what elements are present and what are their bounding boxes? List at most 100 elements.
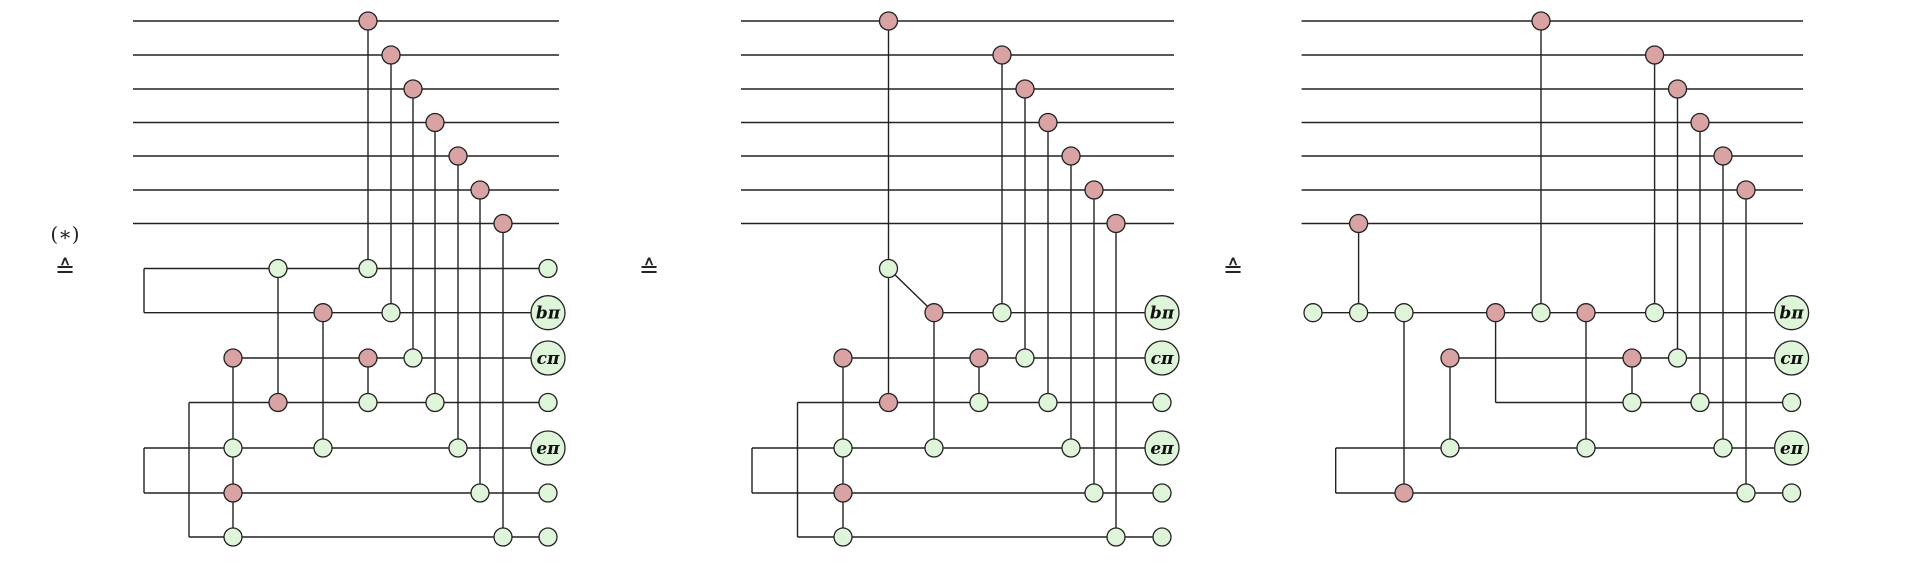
x-spider bbox=[1038, 112, 1058, 133]
x-spider bbox=[1348, 213, 1369, 234]
diagram-2: bπ cπ eπ bbox=[741, 11, 1180, 547]
x-spider bbox=[470, 180, 490, 200]
z-spider bbox=[1531, 303, 1551, 323]
x-spider bbox=[1713, 146, 1733, 166]
x-spider bbox=[1061, 146, 1081, 166]
x-spider bbox=[1736, 180, 1756, 200]
phase-label: bπ bbox=[1779, 304, 1804, 324]
z-spider bbox=[448, 438, 468, 458]
phase-label: cπ bbox=[1780, 349, 1803, 369]
phase-spider-e: eπ bbox=[1144, 430, 1180, 466]
x-spider bbox=[992, 45, 1012, 65]
z-spider bbox=[1440, 438, 1460, 458]
x-spider bbox=[1440, 348, 1460, 368]
x-spider bbox=[1667, 79, 1688, 99]
star-annotation: (∗) bbox=[50, 222, 79, 246]
z-spider bbox=[381, 303, 401, 323]
z-spider bbox=[1144, 295, 1180, 331]
z-spider bbox=[1773, 340, 1810, 376]
z-spider bbox=[1667, 348, 1688, 368]
x-spider bbox=[313, 303, 333, 323]
phase-label: eπ bbox=[1780, 439, 1804, 459]
z-spider bbox=[1736, 483, 1756, 503]
z-spider bbox=[1781, 483, 1802, 503]
z-spider bbox=[358, 392, 378, 413]
z-spider bbox=[538, 258, 558, 279]
z-spider bbox=[493, 527, 513, 547]
phase-spider-c: cπ bbox=[530, 340, 566, 376]
z-spider bbox=[530, 340, 566, 376]
wires bbox=[741, 20, 1174, 538]
phase-spider-e: eπ bbox=[530, 430, 566, 466]
z-spider bbox=[538, 483, 558, 503]
z-spider bbox=[223, 438, 243, 458]
wires bbox=[133, 20, 559, 538]
z-spider bbox=[833, 438, 853, 458]
x-spider bbox=[1084, 180, 1104, 200]
phase-spider-e: eπ bbox=[1773, 430, 1810, 466]
z-spider bbox=[1773, 295, 1810, 331]
z-spider bbox=[1576, 438, 1596, 458]
z-spider bbox=[403, 348, 423, 368]
phase-spider-c: cπ bbox=[1144, 340, 1180, 376]
phase-spider-b: bπ bbox=[1773, 295, 1810, 331]
equiv-symbol-1: ≙ bbox=[55, 255, 75, 283]
x-spider bbox=[358, 11, 378, 31]
x-spider bbox=[1015, 79, 1035, 99]
diagram-3: bπ cπ eπ bbox=[1301, 11, 1810, 503]
z-spider bbox=[1061, 438, 1081, 458]
z-spider bbox=[1644, 303, 1665, 323]
z-spider bbox=[358, 258, 378, 279]
phase-spider-b: bπ bbox=[1144, 295, 1180, 331]
x-spider bbox=[833, 348, 853, 368]
x-spider bbox=[425, 112, 445, 133]
x-spider bbox=[1690, 112, 1710, 133]
x-spider bbox=[1644, 45, 1665, 65]
z-spider bbox=[1015, 348, 1035, 368]
wire bbox=[888, 267, 935, 314]
x-spider bbox=[924, 303, 944, 323]
phase-label: bπ bbox=[1150, 304, 1175, 324]
z-spider bbox=[1348, 303, 1369, 323]
z-spider bbox=[1713, 438, 1733, 458]
z-spider bbox=[1144, 430, 1180, 466]
z-spider bbox=[1038, 392, 1058, 413]
x-spider bbox=[358, 348, 378, 368]
z-spider bbox=[1144, 340, 1180, 376]
wires bbox=[1301, 20, 1803, 494]
x-spider bbox=[448, 146, 468, 166]
x-spider bbox=[223, 348, 243, 368]
z-spider bbox=[1152, 527, 1172, 547]
spiders: bπ cπ eπ bbox=[833, 11, 1180, 547]
phase-label: cπ bbox=[1151, 349, 1174, 369]
phase-spider-c: cπ bbox=[1773, 340, 1810, 376]
z-spider bbox=[1106, 527, 1126, 547]
spiders: bπ cπ eπ bbox=[223, 11, 566, 547]
z-spider bbox=[223, 527, 243, 547]
x-spider bbox=[1576, 303, 1596, 323]
spiders: bπ cπ eπ bbox=[1303, 11, 1810, 503]
x-spider bbox=[1531, 11, 1551, 31]
x-spider bbox=[1485, 303, 1506, 323]
z-spider bbox=[992, 303, 1012, 323]
x-spider bbox=[1622, 348, 1642, 368]
phase-spider-b: bπ bbox=[530, 295, 566, 331]
equiv-symbol-2: ≙ bbox=[639, 255, 659, 283]
x-spider bbox=[878, 392, 899, 413]
z-spider bbox=[538, 527, 558, 547]
z-spider bbox=[1781, 392, 1802, 413]
z-spider bbox=[833, 527, 853, 547]
z-spider bbox=[924, 438, 944, 458]
x-spider bbox=[403, 79, 423, 99]
z-spider bbox=[268, 258, 288, 279]
x-spider bbox=[1394, 483, 1414, 503]
z-spider bbox=[1084, 483, 1104, 503]
z-spider bbox=[1622, 392, 1642, 413]
x-spider bbox=[969, 348, 989, 368]
z-spider bbox=[425, 392, 445, 413]
z-spider bbox=[1773, 430, 1810, 466]
z-spider bbox=[878, 258, 899, 279]
phase-label: eπ bbox=[536, 439, 560, 459]
z-spider bbox=[530, 295, 566, 331]
